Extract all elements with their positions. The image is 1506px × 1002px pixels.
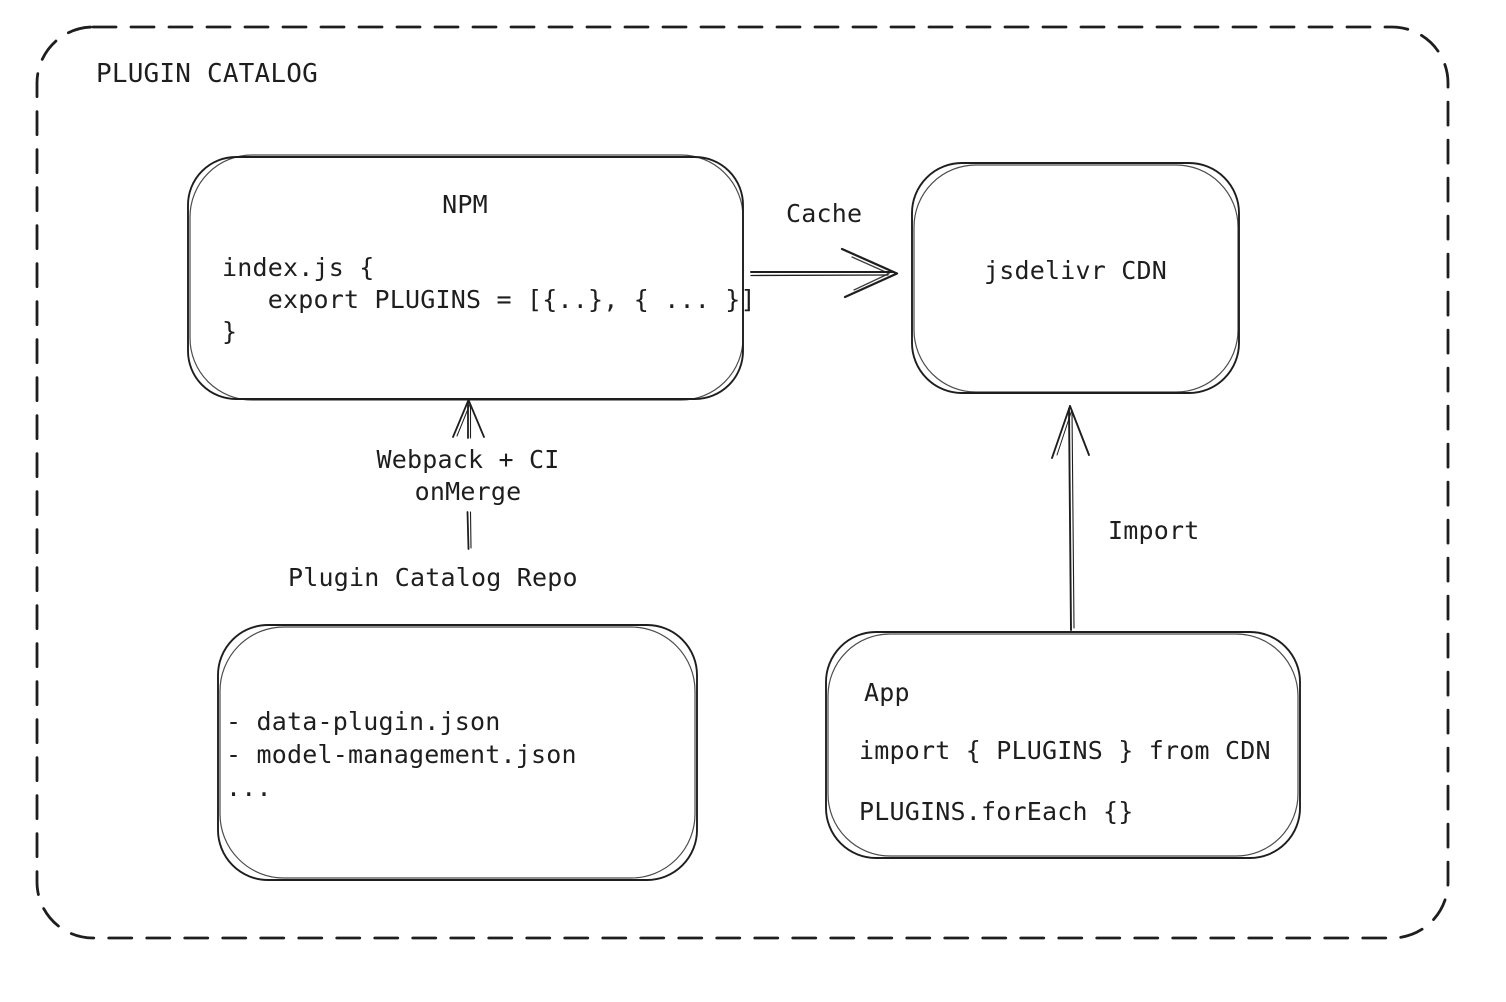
cdn-box [911,162,1240,394]
cache-arrow [750,247,899,299]
import-arrow [1051,405,1090,631]
app-box-import-line: import { PLUGINS } from CDN [859,736,1271,765]
build-arrow-label: Webpack + CI onMerge [376,445,560,506]
repo-box-files: - data-plugin.json - model-management.js… [226,707,577,802]
repo-box [217,624,698,881]
repo-box-label: Plugin Catalog Repo [288,563,578,592]
app-box-foreach-line: PLUGINS.forEach {} [859,797,1134,826]
cache-arrow-label: Cache [786,199,863,228]
catalog-boundary [35,25,1450,940]
npm-box-title: NPM [442,190,488,219]
app-box-title: App [864,678,910,707]
app-box [825,631,1301,859]
npm-box-code: index.js { export PLUGINS = [{..}, { ...… [222,253,756,346]
build-arrow [452,399,485,550]
cdn-box-title: jsdelivr CDN [983,256,1167,285]
diagram-title: PLUGIN CATALOG [96,59,318,89]
npm-box [187,154,744,401]
import-arrow-label: Import [1108,516,1200,545]
